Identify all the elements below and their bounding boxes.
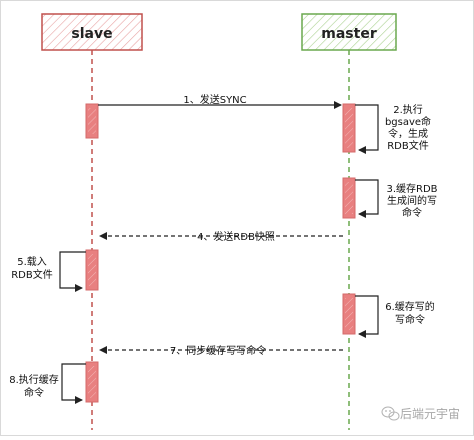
- self-loop-3: [355, 179, 379, 218]
- note-5: 5.载入 RDB文件: [11, 256, 53, 281]
- slave-label: slave: [71, 26, 112, 42]
- message-4-label: 4、发送RDB快照: [197, 230, 275, 243]
- note-3-line-2: 生成间的写: [387, 194, 437, 207]
- activation-slave-1-hatch: [88, 108, 96, 134]
- slave-box: [41, 13, 143, 51]
- note-5-line-1: 5.载入: [17, 256, 47, 268]
- note-3-line-1: 3.缓存RDB: [386, 182, 437, 195]
- message-7-label: 7、同步缓存写写命令: [170, 344, 266, 357]
- note-6-line-1: 6.缓存写的: [385, 300, 435, 313]
- watermark-text: 后端元宇宙: [400, 406, 460, 421]
- wechat-icon: [381, 406, 400, 421]
- message-7: 7、同步缓存写写命令: [99, 344, 343, 357]
- activation-bars: [85, 103, 356, 403]
- self-loop-6: [355, 295, 379, 338]
- activation-master-1-hatch: [345, 108, 353, 148]
- note-2-line-2: bgsave命: [385, 115, 431, 128]
- master-label: master: [321, 26, 377, 42]
- activation-slave-2-hatch: [88, 254, 96, 286]
- note-5-line-2: RDB文件: [11, 268, 53, 281]
- note-3: 3.缓存RDB 生成间的写 命令: [386, 182, 437, 219]
- note-2: 2.执行 bgsave命 令，生成 RDB文件: [385, 103, 431, 152]
- note-8-line-1: 8.执行缓存: [9, 373, 59, 386]
- activation-master-2-hatch: [345, 182, 353, 214]
- note-6-line-2: 写命令: [395, 313, 425, 326]
- self-loop-5: [59, 251, 86, 292]
- activation-slave-3-hatch: [88, 366, 96, 398]
- watermark: 后端元宇宙: [381, 406, 460, 421]
- note-6: 6.缓存写的 写命令: [385, 300, 435, 326]
- note-3-line-3: 命令: [402, 206, 422, 219]
- note-2-line-3: 令，生成: [388, 127, 428, 140]
- message-1: 1、发送SYNC: [98, 93, 342, 109]
- self-loop-2: [355, 104, 379, 154]
- participant-slave: slave: [41, 13, 143, 51]
- note-8: 8.执行缓存 命令: [9, 373, 59, 399]
- note-8-line-2: 命令: [24, 386, 44, 399]
- activation-master-3-hatch: [345, 298, 353, 330]
- note-2-line-4: RDB文件: [387, 139, 429, 152]
- note-2-line-1: 2.执行: [393, 103, 423, 116]
- message-1-label: 1、发送SYNC: [183, 93, 246, 106]
- message-4: 4、发送RDB快照: [99, 230, 343, 243]
- self-loop-8: [61, 363, 86, 404]
